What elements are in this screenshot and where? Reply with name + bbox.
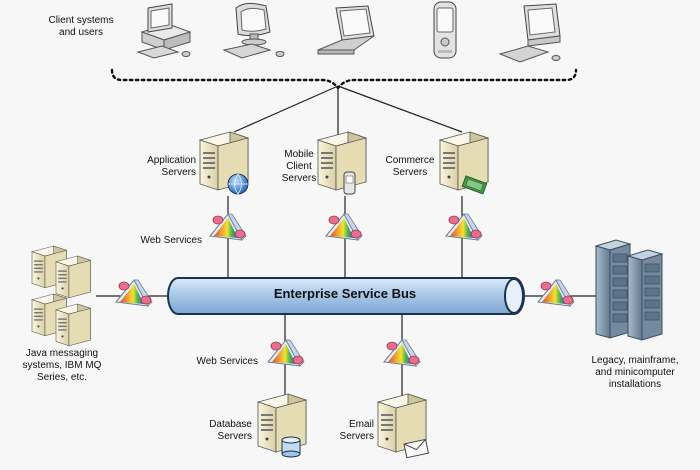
application-servers-label: Application Servers xyxy=(147,155,196,178)
web-service-adapter-icon xyxy=(267,339,305,367)
database-server-icon xyxy=(257,393,307,458)
java-messaging-label: Java messaging systems, IBM MQ Series, e… xyxy=(22,348,102,383)
terminal-icon xyxy=(498,3,561,63)
mainframe-rack-icon xyxy=(594,239,664,341)
web-service-adapter-icon xyxy=(325,213,363,241)
mobile-servers-label: Mobile Client Servers xyxy=(281,149,317,184)
web-service-adapter-icon xyxy=(445,213,483,241)
web-services-top-label: Web Services xyxy=(140,235,202,246)
money-icon xyxy=(461,175,488,195)
enterprise-service-bus xyxy=(167,277,525,315)
application-server-icon xyxy=(199,131,249,195)
email-server-icon xyxy=(377,393,430,459)
commerce-servers-label: Commerce Servers xyxy=(385,155,435,178)
commerce-server-icon xyxy=(439,131,489,195)
email-servers-label: Email Servers xyxy=(339,419,374,442)
database-servers-label: Database Servers xyxy=(209,419,252,442)
client-group-bracket xyxy=(110,68,578,90)
pda-icon xyxy=(433,1,457,59)
legacy-label: Legacy, mainframe, and minicomputer inst… xyxy=(591,355,679,390)
web-services-bottom-label: Web Services xyxy=(196,356,258,367)
envelope-icon xyxy=(403,438,430,459)
workstation-icon xyxy=(222,2,285,59)
web-service-adapter-icon xyxy=(537,279,575,307)
database-cylinder-icon xyxy=(281,436,301,458)
mobile-server-icon xyxy=(317,131,367,195)
laptop-icon xyxy=(317,5,375,55)
bus-title: Enterprise Service Bus xyxy=(273,286,417,301)
clients-label: Client systems and users xyxy=(48,15,114,38)
web-service-adapter-icon xyxy=(115,279,153,307)
java-messaging-servers-icon xyxy=(31,245,91,347)
web-service-adapter-icon xyxy=(209,213,247,241)
web-service-adapter-icon xyxy=(383,339,421,367)
desktop-computer-icon xyxy=(136,3,192,59)
